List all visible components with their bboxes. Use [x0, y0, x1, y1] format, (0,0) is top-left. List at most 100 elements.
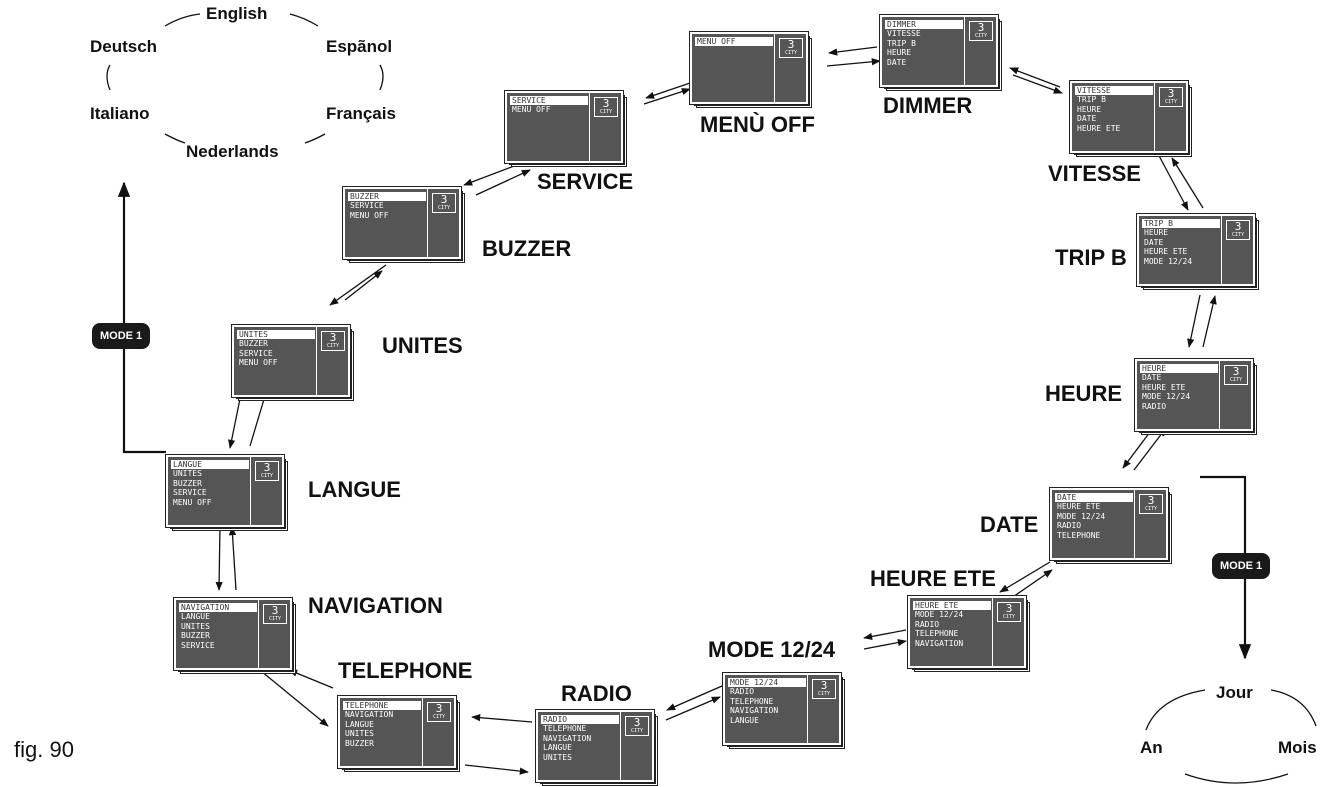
menu-item: SERVICE [350, 201, 384, 211]
screen-label-buzzer: BUZZER [482, 236, 572, 261]
mode-1-button-left[interactable]: MODE 1 [92, 323, 151, 349]
drive-mode-text: CITY [268, 616, 282, 622]
screen-label-heure: HEURE [1045, 381, 1123, 406]
screen-label-dimmer: DIMMER [883, 93, 973, 118]
screen-label-tripb: TRIP B [1055, 245, 1127, 270]
menu-item: MENU OFF [239, 358, 278, 368]
mode-1-button-right[interactable]: MODE 1 [1212, 553, 1271, 579]
screen-label-heureete: HEURE ETE [870, 566, 996, 591]
screen-label-menuoff: MENÙ OFF [700, 112, 815, 137]
menu-item: SERVICE [239, 348, 273, 358]
drive-mode-text: CITY [437, 205, 451, 211]
menu-item: HEURE [1144, 228, 1169, 238]
menu-item: UNITES [173, 469, 202, 479]
screen-label-navigation: NAVIGATION [308, 593, 443, 618]
selected-menu-item: LANGUE [171, 460, 249, 470]
screen-label-radio: RADIO [561, 681, 632, 706]
menu-item: MENU OFF [350, 210, 389, 220]
screen-label-date: DATE [980, 512, 1039, 537]
drive-mode-text: CITY [260, 473, 274, 479]
drive-mode-text: CITY [630, 728, 644, 734]
selected-menu-item: NAVIGATION [179, 603, 257, 613]
menu-item: LANGUE [730, 715, 759, 725]
menu-item: HEURE ETE [1142, 382, 1186, 392]
screen-label-unites: UNITES [382, 333, 463, 358]
menu-item: UNITES [181, 621, 210, 631]
menu-item: DATE [887, 57, 907, 67]
menu-item: TRIP B [1077, 95, 1106, 105]
drive-mode-text: CITY [974, 33, 988, 39]
gear-number: 3 [329, 331, 337, 344]
menu-item: NAVIGATION [345, 710, 394, 720]
menu-item: HEURE ETE [1144, 247, 1188, 257]
menu-item: TELEPHONE [915, 629, 959, 639]
screen-menu-list: MENU OFF [695, 37, 773, 47]
menu-item: TRIP B [887, 38, 916, 48]
menu-item: DATE [1142, 373, 1162, 383]
menu-item: BUZZER [345, 738, 374, 748]
gear-number: 3 [977, 21, 985, 34]
drive-mode-text: CITY [1002, 614, 1016, 620]
menu-item: VITESSE [887, 29, 921, 39]
drive-mode-text: CITY [1231, 232, 1245, 238]
language-italiano: Italiano [90, 104, 150, 123]
menu-item: HEURE ETE [1057, 502, 1101, 512]
menu-item: NAVIGATION [730, 706, 779, 716]
gear-number: 3 [787, 38, 795, 51]
gear-number: 3 [1167, 87, 1175, 100]
gear-number: 3 [1234, 220, 1242, 233]
menu-item: BUZZER [173, 478, 202, 488]
drive-mode-text: CITY [1164, 99, 1178, 105]
menu-item: DATE [1077, 114, 1097, 124]
drive-mode-text: CITY [784, 50, 798, 56]
date-cycle-an: An [1140, 738, 1163, 757]
date-cycle-jour: Jour [1216, 683, 1253, 702]
selected-menu-item: TRIP B [1142, 219, 1220, 229]
menu-item: MODE 12/24 [915, 610, 964, 620]
gear-number: 3 [820, 679, 828, 692]
gear-number: 3 [633, 716, 641, 729]
menu-item: RADIO [915, 619, 940, 629]
menu-item: MENU OFF [512, 105, 551, 115]
selected-menu-item: MODE 12/24 [728, 678, 806, 688]
menu-item: NAVIGATION [543, 733, 592, 743]
language-english: English [206, 4, 268, 23]
selected-menu-item: SERVICE [510, 96, 588, 106]
menu-item: TELEPHONE [730, 696, 774, 706]
menu-item: BUZZER [239, 339, 268, 349]
drive-mode-text: CITY [326, 343, 340, 349]
